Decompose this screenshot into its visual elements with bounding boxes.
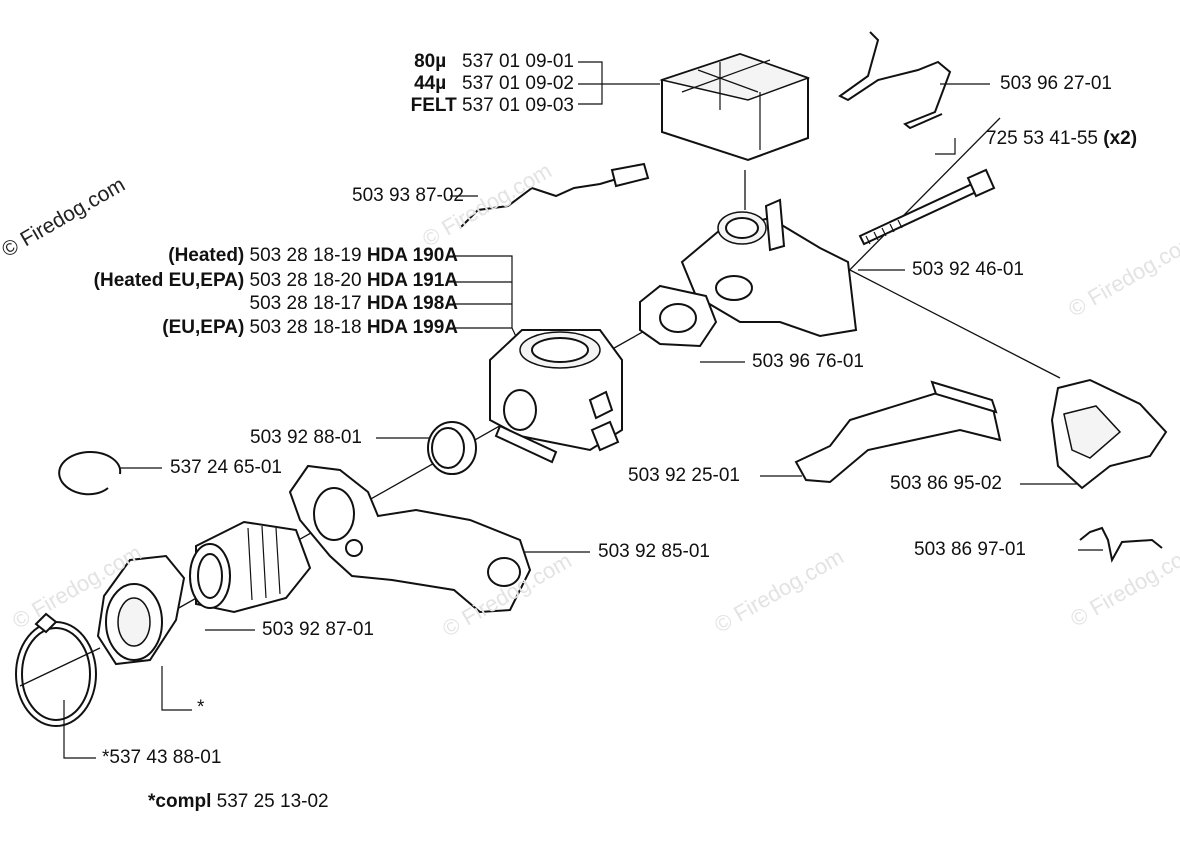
label-filter-44: 44µ 537 01 09-02 bbox=[414, 73, 574, 95]
carb-adapter bbox=[680, 198, 858, 338]
label-carb-heated-eu-model: HDA 191A bbox=[366, 270, 458, 291]
label-filter-44-prefix: 44µ bbox=[414, 73, 447, 94]
seal-ring bbox=[427, 421, 477, 475]
leader-lines bbox=[63, 61, 1103, 759]
carburetor bbox=[489, 329, 623, 464]
label-manifold: 503 92 85-01 bbox=[598, 541, 710, 562]
label-carb-eu-number: 503 28 18-18 bbox=[249, 317, 362, 338]
label-carb-std: 503 28 18-17 HDA 198A bbox=[250, 293, 458, 315]
filter-bracket bbox=[1050, 378, 1168, 490]
label-seal-ring: 503 92 88-01 bbox=[250, 427, 362, 448]
label-bolt: 725 53 41-55 (x2) bbox=[986, 128, 1137, 150]
label-filter-80-prefix: 80µ bbox=[414, 51, 447, 72]
label-carb-eu: (EU,EPA) 503 28 18-18 HDA 199A bbox=[162, 317, 458, 339]
label-carb-heated-eu-number: 503 28 18-20 bbox=[249, 270, 362, 291]
label-filter-80-number: 537 01 09-01 bbox=[462, 51, 574, 72]
spring-clip bbox=[1079, 526, 1163, 563]
label-bracket: 503 86 95-02 bbox=[890, 473, 1002, 494]
label-gasket: 503 96 76-01 bbox=[752, 351, 864, 372]
intake-manifold bbox=[288, 464, 532, 614]
label-carb-heated-model: HDA 190A bbox=[366, 245, 458, 266]
hose-clamp bbox=[15, 612, 97, 727]
label-carb-std-number: 503 28 18-17 bbox=[249, 293, 362, 314]
label-filter-felt-prefix: FELT bbox=[410, 95, 457, 116]
label-clamp: *537 43 88-01 bbox=[102, 747, 222, 768]
label-compl-number: 537 25 13-02 bbox=[216, 791, 329, 812]
label-carb-std-model: HDA 198A bbox=[366, 293, 458, 314]
bolt bbox=[858, 168, 996, 246]
label-bushing: 503 92 46-01 bbox=[912, 259, 1024, 280]
label-carb-heated-eu: (Heated EU,EPA) 503 28 18-20 HDA 191A bbox=[94, 270, 458, 292]
label-boot: 503 92 87-01 bbox=[262, 619, 374, 640]
wire-clip bbox=[838, 31, 952, 130]
air-filter bbox=[659, 52, 811, 162]
gasket bbox=[639, 284, 718, 348]
label-bolt-number: 725 53 41-55 bbox=[986, 128, 1098, 149]
throttle-lever bbox=[794, 380, 1002, 484]
label-star: * bbox=[197, 697, 205, 718]
label-circlip: 537 24 65-01 bbox=[170, 457, 282, 478]
label-filter-felt-number: 537 01 09-03 bbox=[462, 95, 574, 116]
label-carb-heated-number: 503 28 18-19 bbox=[249, 245, 362, 266]
label-bolt-qty: (x2) bbox=[1103, 128, 1138, 149]
label-carb-eu-prefix: (EU,EPA) bbox=[162, 317, 245, 338]
intake-boot bbox=[189, 520, 312, 614]
label-rod: 503 93 87-02 bbox=[352, 185, 464, 206]
label-carb-heated-prefix: (Heated) bbox=[168, 245, 245, 266]
circlip bbox=[58, 450, 122, 496]
filter-adapter bbox=[96, 554, 186, 666]
label-carb-heated-eu-prefix: (Heated EU,EPA) bbox=[93, 270, 245, 291]
label-filter-felt: FELT 537 01 09-03 bbox=[411, 95, 574, 117]
label-clip: 503 96 27-01 bbox=[1000, 73, 1112, 94]
label-carb-eu-model: HDA 199A bbox=[366, 317, 458, 338]
label-carb-heated: (Heated) 503 28 18-19 HDA 190A bbox=[168, 245, 458, 267]
choke-rod bbox=[459, 162, 650, 229]
label-compl-prefix: *compl bbox=[148, 791, 212, 812]
label-spring: 503 86 97-01 bbox=[914, 539, 1026, 560]
label-lever: 503 92 25-01 bbox=[628, 465, 740, 486]
label-filter-44-number: 537 01 09-02 bbox=[462, 73, 574, 94]
label-compl: *compl 537 25 13-02 bbox=[148, 791, 329, 813]
label-filter-80: 80µ 537 01 09-01 bbox=[414, 51, 574, 73]
